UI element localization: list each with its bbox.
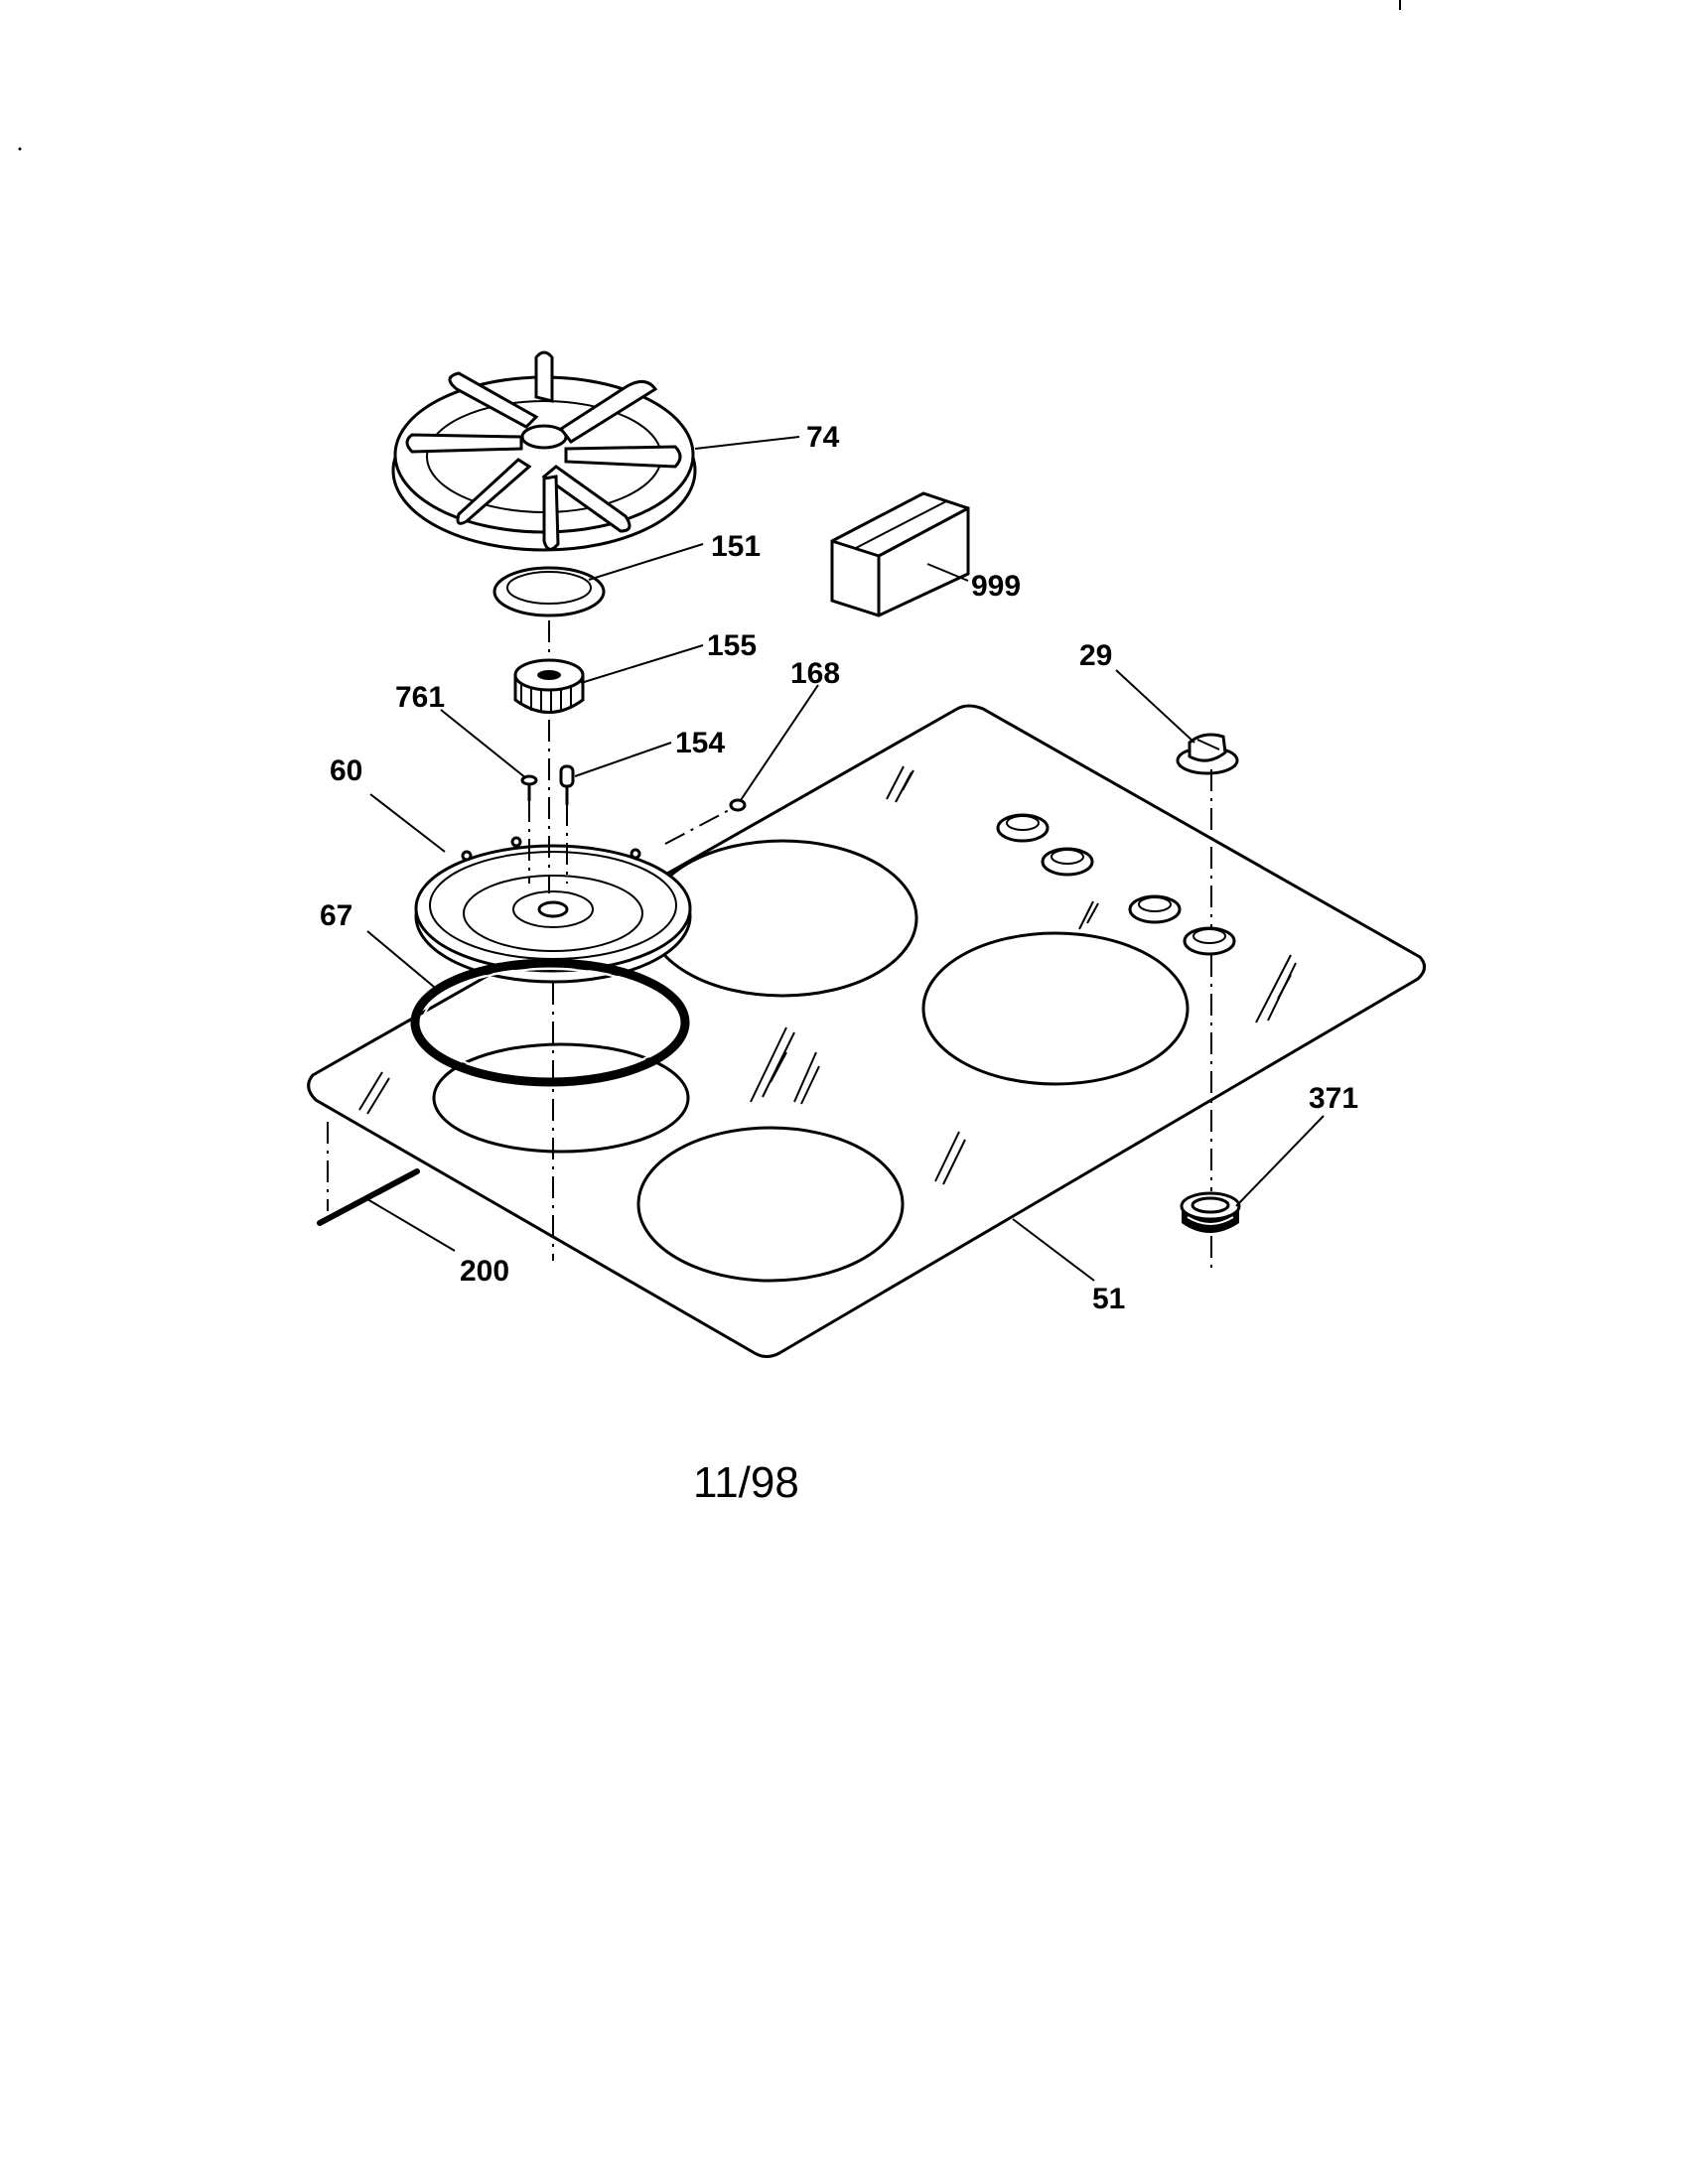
gasket-ring-drawing xyxy=(410,958,690,1087)
label-154: 154 xyxy=(675,727,725,759)
grommet-drawing xyxy=(729,798,747,812)
label-67: 67 xyxy=(320,899,352,932)
control-knob-drawing xyxy=(1176,733,1239,775)
burner-grate-drawing xyxy=(391,350,697,552)
label-999: 999 xyxy=(971,570,1021,603)
leader-lines xyxy=(366,436,1325,1282)
burner-cap-drawing xyxy=(492,566,606,617)
parts-box-drawing xyxy=(830,491,970,617)
spark-electrode-drawing xyxy=(559,764,575,806)
speck xyxy=(18,147,22,151)
label-151: 151 xyxy=(711,530,761,563)
label-761: 761 xyxy=(395,681,445,714)
assembly-axis-lines xyxy=(327,620,1212,1271)
footer-date: 11/98 xyxy=(693,1458,799,1507)
label-371: 371 xyxy=(1309,1082,1358,1115)
pin-drawing xyxy=(317,1168,420,1226)
label-168: 168 xyxy=(790,657,840,690)
cooktop-glass-drawing xyxy=(307,704,1426,1358)
label-60: 60 xyxy=(330,754,362,787)
burner-bowl-drawing xyxy=(414,836,692,984)
label-29: 29 xyxy=(1079,639,1112,672)
screw-drawing xyxy=(520,774,538,802)
burner-head-drawing xyxy=(513,658,585,714)
label-200: 200 xyxy=(460,1255,509,1288)
label-51: 51 xyxy=(1092,1283,1125,1315)
label-155: 155 xyxy=(707,629,757,662)
label-74: 74 xyxy=(806,421,840,454)
knob-bezel-drawing xyxy=(1180,1191,1241,1233)
part-labels: 74 151 155 168 154 761 60 67 999 29 371 … xyxy=(320,421,1358,1315)
